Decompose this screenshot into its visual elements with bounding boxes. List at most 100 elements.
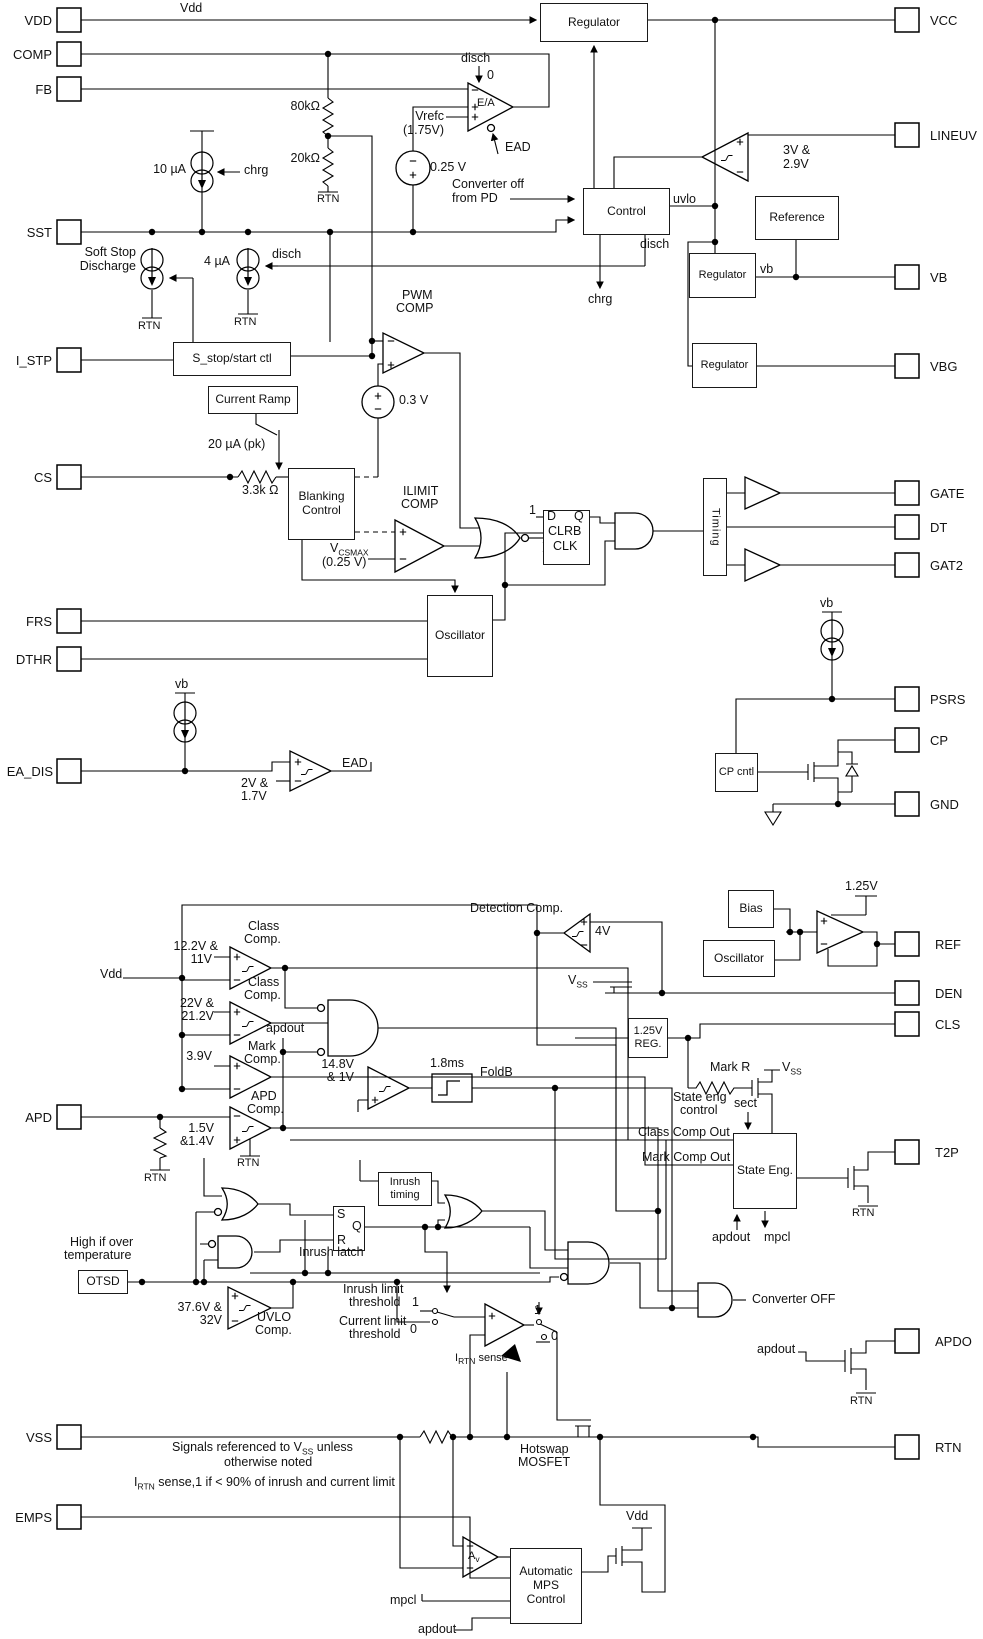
eadis-current-source — [173, 700, 197, 743]
v125-label: 1.25V — [845, 879, 878, 893]
v14-label: &1.4V — [179, 1134, 214, 1148]
v025-source-symbol — [395, 150, 431, 186]
vcsmax-label: VCSMAX — [330, 541, 369, 558]
ff-clrb-label: CLRB — [548, 524, 582, 538]
uvloc2-label: Comp. — [255, 1323, 292, 1337]
vcsmax-pre: V — [330, 541, 339, 555]
vcsmax-value-label: (0.25 V) — [322, 555, 367, 569]
ea-amplifier-symbol — [467, 81, 515, 133]
converter-off-and-gate-symbol — [697, 1282, 733, 1318]
ilimit-comparator-symbol — [394, 518, 446, 574]
ilimit2-label: COMP — [401, 497, 439, 511]
regulator-vb-block: Regulator — [689, 253, 756, 298]
i10ua-label: 10 µA — [153, 162, 186, 176]
oscillator2-block: Oscillator — [703, 940, 775, 977]
inrush-latch-block — [333, 1206, 365, 1251]
i4ua-label: 4 µA — [204, 254, 230, 268]
ea-label: E/A — [477, 97, 495, 109]
detection-comparator-symbol — [562, 912, 591, 954]
note1b-label: otherwise noted — [224, 1455, 313, 1469]
v212-label: 21.2V — [181, 1009, 214, 1023]
state-eng-block: State Eng. — [733, 1133, 797, 1209]
uvlo-label: uvlo — [673, 192, 696, 206]
pin-gat2: GAT2 — [930, 558, 963, 573]
classout-label: Class Comp Out — [638, 1125, 730, 1139]
bias-block: Bias — [728, 890, 774, 928]
r20k-label: 20kΩ — [290, 151, 321, 165]
rtn-apdo-label: RTN — [850, 1395, 873, 1407]
apd1-label: APD — [251, 1089, 277, 1103]
inrush-and-gate-symbol — [207, 1235, 253, 1269]
note2-label: IRTN sense,1 if < 90% of inrush and curr… — [134, 1475, 395, 1492]
ref-comparator-symbol — [816, 909, 865, 955]
pin-ref: REF — [935, 937, 961, 952]
mark1-label: Mark — [248, 1039, 276, 1053]
v15-label: 1.5V — [188, 1121, 214, 1135]
vdd3-label: Vdd — [626, 1509, 649, 1523]
disch-ea-label: disch — [461, 51, 491, 65]
v1-label: & 1V — [326, 1070, 354, 1084]
regulator-vbg-block: Regulator — [692, 343, 757, 388]
vss-markr-label: VSS — [782, 1060, 802, 1077]
threshold1-label: threshold — [349, 1295, 401, 1309]
inrush-or-gate-symbol — [443, 1194, 483, 1229]
oscillator-block: Oscillator — [427, 595, 493, 677]
note1-pre: Signals referenced to V — [172, 1440, 302, 1454]
pin-gate: GATE — [930, 486, 965, 501]
vcsmax-sub: CSMAX — [338, 547, 369, 558]
ead-label: EAD — [505, 140, 531, 154]
pin-apd: APD — [25, 1110, 52, 1125]
psrs-current-source — [820, 618, 844, 661]
timing-block: Timing — [703, 478, 727, 576]
rtn-20k-label: RTN — [317, 193, 340, 205]
r33k-label: 3.3k Ω — [242, 483, 279, 497]
irtn-sub: RTN — [458, 1356, 476, 1367]
sect-label: sect — [734, 1096, 757, 1110]
pin-istp: I_STP — [15, 353, 52, 368]
vb-label: vb — [760, 262, 774, 276]
hotswap1-label: Hotswap — [520, 1442, 569, 1456]
shutdown-and-gate-symbol — [559, 1241, 610, 1285]
detection-comp-label: Detection Comp. — [470, 901, 564, 915]
rtn-t2p-label: RTN — [852, 1207, 875, 1219]
vb-psrs-label: vb — [820, 596, 834, 610]
pin-fb: FB — [35, 82, 52, 97]
note1-sub: SS — [301, 1446, 314, 1457]
control-block: Control — [583, 188, 670, 235]
latch-r-label: R — [337, 1233, 347, 1247]
pwm2-label: COMP — [396, 301, 434, 315]
irtn-pre: I — [455, 1352, 459, 1364]
note1-post: unless — [313, 1440, 353, 1454]
regulator-block: Regulator — [540, 3, 648, 42]
pin-dthr: DTHR — [15, 652, 52, 667]
inrush-timing-block: Inrush timing — [378, 1172, 432, 1206]
pin-vcc: VCC — [930, 13, 958, 28]
v376-label: 37.6V & — [177, 1300, 222, 1314]
disch-current-source — [236, 247, 260, 290]
current-ramp-block: Current Ramp — [208, 386, 298, 414]
chrg-current-source — [190, 150, 214, 193]
softstop1-label: Soft Stop — [84, 245, 136, 259]
blanking-control-block: Blanking Control — [288, 468, 355, 540]
v025-label: 0.25 V — [430, 160, 467, 174]
cp-cntl-block: CP cntl — [715, 753, 758, 792]
rtn-softstop-label: RTN — [138, 320, 161, 332]
sstop-ctl-block: S_stop/start ctl — [173, 342, 291, 376]
pin-lineuv: LINEUV — [930, 128, 977, 143]
pwm1-label: PWM — [402, 288, 433, 302]
mpcl1-label: mpcl — [764, 1230, 791, 1244]
one2-label: 1 — [534, 1303, 541, 1317]
chrg2-label: chrg — [588, 292, 613, 306]
mark2-label: Comp. — [244, 1052, 281, 1066]
timing-label: Timing — [709, 507, 722, 547]
converter-off-label: Converter OFF — [752, 1292, 836, 1306]
v03-source-symbol — [361, 385, 395, 419]
inrush-latch-label: Inrush latch — [299, 1245, 364, 1259]
pin-cp: CP — [930, 733, 949, 748]
foldb-label: FoldB — [480, 1065, 513, 1079]
pin-frs: FRS — [26, 614, 52, 629]
vss-markr-sub: SS — [790, 1066, 802, 1077]
pin-dt: DT — [930, 520, 948, 535]
r80k-label: 80kΩ — [290, 99, 321, 113]
